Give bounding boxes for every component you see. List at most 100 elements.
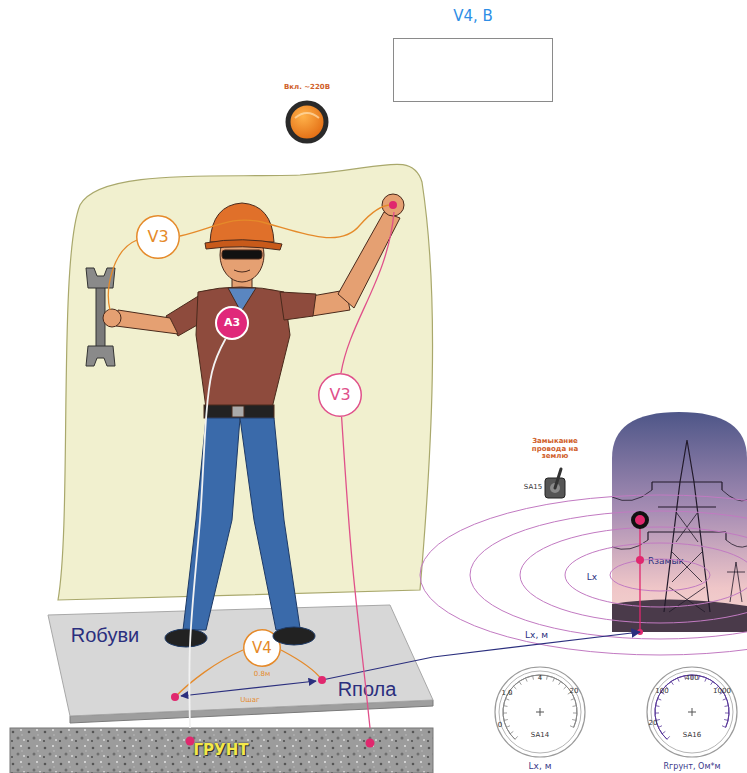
dial-tick: [503, 712, 507, 713]
dial-tick: [678, 678, 680, 682]
dial-tick: [509, 692, 512, 694]
contact-dot: [366, 739, 375, 748]
far-pylon: [727, 562, 745, 602]
resistivity-dial: SA16Rгрунт, Ом*м: [646, 666, 738, 758]
shoe: [273, 627, 315, 645]
pylon-legs: [664, 440, 710, 612]
zone-backdrop: [58, 164, 433, 600]
contact-dot: [171, 693, 179, 701]
ground-fill: [10, 728, 433, 773]
power-lines: [612, 490, 747, 549]
contact-dot: [389, 201, 397, 209]
ground-band: ГРУНТ: [10, 728, 433, 773]
pylon-photo-outline: [612, 412, 747, 632]
dial-rim: [647, 667, 737, 757]
dial-tick: [568, 692, 571, 694]
display-box: V4, В: [393, 38, 553, 102]
contact-dot: [186, 737, 195, 746]
meter-circle: [216, 307, 248, 339]
dial-center: [688, 708, 696, 716]
dial-tick: [510, 731, 513, 733]
dial-tick: [698, 676, 700, 680]
switch-lever: [555, 469, 561, 488]
node-text: V3: [147, 228, 168, 246]
dial-tick: [658, 726, 662, 728]
dial-tick: [711, 681, 713, 684]
ground-wire: [189, 339, 225, 728]
dial-tick: [573, 712, 577, 713]
range-dial-outline: [494, 666, 586, 758]
dial-tick: [665, 686, 668, 689]
dial-tick: [705, 678, 707, 682]
node-text: Rзамык: [648, 557, 684, 567]
node-text: V4: [252, 640, 272, 657]
dial-rim: [495, 667, 585, 757]
dial-tick: [723, 699, 727, 700]
forearm: [116, 310, 178, 334]
dial-scale: [655, 675, 729, 739]
dial-tick: [667, 736, 670, 739]
power-lamp: Вкл. ~220В: [285, 100, 329, 144]
plate-top: [48, 605, 433, 716]
dial-tick: [724, 719, 728, 721]
ring: [420, 495, 747, 655]
wire: [281, 650, 322, 680]
contact-dots: [171, 201, 647, 748]
sleeve: [280, 292, 316, 320]
dial-tick: [725, 712, 729, 713]
dial-tick: [546, 676, 548, 680]
dial-tick: [692, 675, 693, 679]
dial-ring: [499, 671, 581, 753]
wire: [175, 650, 243, 697]
dial-tick: [553, 678, 555, 682]
ground-wire: [342, 417, 370, 728]
node-text: V3: [329, 386, 350, 404]
label-text: Lx: [587, 573, 597, 583]
ring: [610, 559, 710, 591]
dial-tick: [570, 726, 574, 728]
node-text: Rпола: [338, 678, 397, 700]
lamp-body: [288, 103, 326, 141]
display-box-outline: [393, 38, 553, 102]
dial-tick: [658, 699, 662, 700]
wrench-jaw: [86, 346, 115, 366]
toggle-switch: [545, 469, 565, 498]
forearm: [338, 212, 400, 308]
voltmeter-circle: V3: [318, 373, 362, 417]
dial-tick: [656, 705, 660, 707]
meter-circle: [319, 374, 362, 417]
shirt: [196, 287, 290, 408]
node-text: A3: [224, 317, 240, 329]
pylon-arms: [648, 482, 726, 532]
dial-tick: [722, 726, 726, 728]
floor-plate-outline: [45, 605, 433, 730]
dial-tick: [515, 736, 518, 739]
dial-tick: [684, 676, 686, 680]
mouth: [234, 270, 250, 272]
node-text: Lx, м: [529, 762, 552, 772]
dial-tick: [720, 692, 723, 694]
jeans-leg: [240, 418, 300, 630]
node-text: Rобуви: [71, 624, 139, 646]
hat-brim: [205, 240, 282, 250]
dial-tick: [506, 699, 510, 700]
worker-figure: [103, 194, 404, 418]
dial-tick: [526, 678, 528, 682]
dial-tick: [662, 731, 665, 733]
label-text: SA15: [524, 484, 542, 492]
wire: [180, 205, 391, 238]
dial-tick: [564, 686, 567, 689]
contact-dot: [637, 629, 643, 635]
range-dial: SA14Lx, м: [494, 666, 586, 758]
buckle: [232, 406, 244, 417]
legs: [165, 418, 315, 647]
shoe: [165, 629, 207, 647]
pylon-photo: Rзамык: [612, 412, 747, 632]
contact-dot: [636, 556, 644, 564]
fault-wire: [639, 520, 640, 632]
ring: [470, 511, 747, 639]
dial-tick: [532, 676, 534, 680]
dial-tick: [671, 681, 673, 684]
meter-wires: [108, 205, 394, 373]
